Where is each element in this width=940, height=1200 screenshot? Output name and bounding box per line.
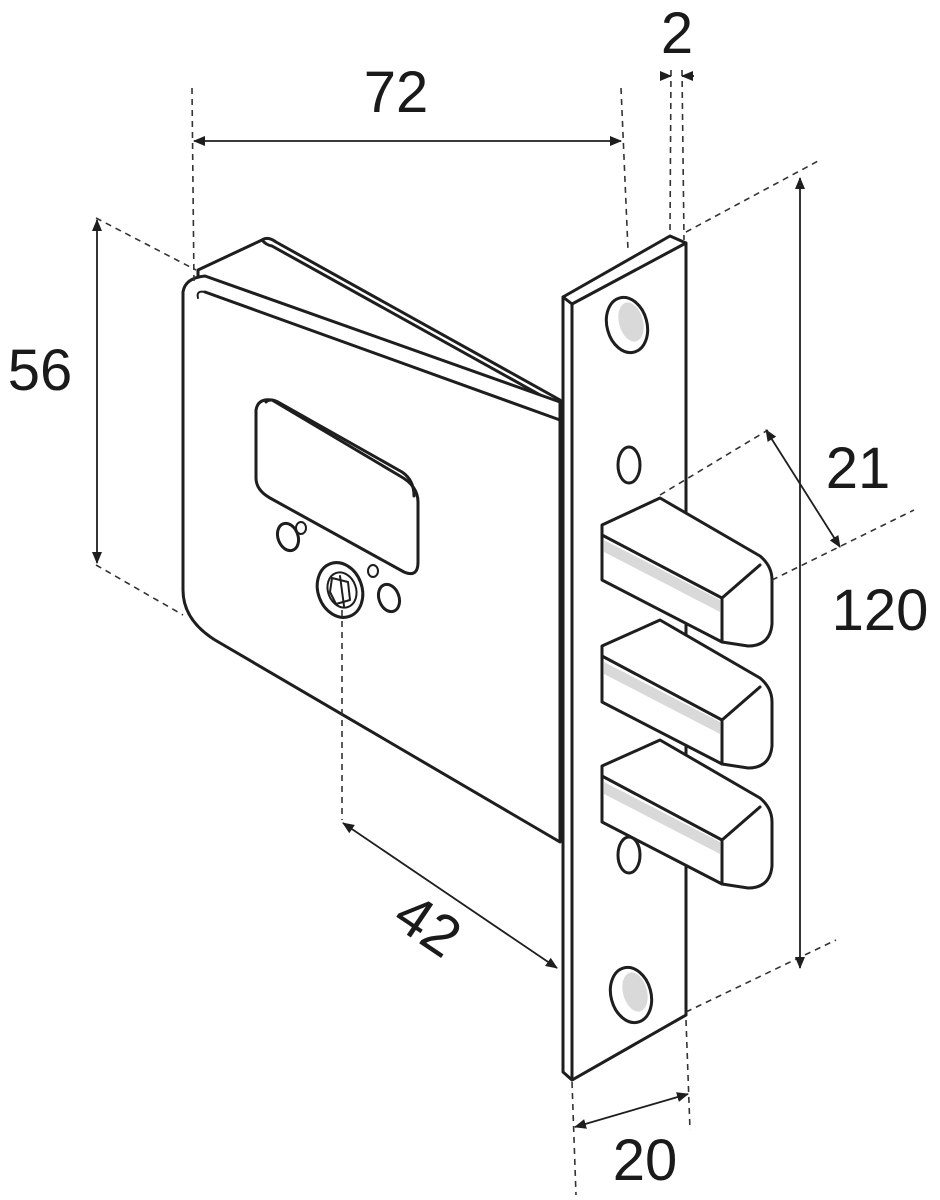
dim-label-height: 56 (8, 338, 73, 403)
dim-label-faceplate-width: 20 (613, 1128, 678, 1193)
dim-label-width: 72 (364, 60, 429, 125)
bolts (600, 496, 774, 890)
bolt-middle (600, 618, 774, 770)
dim-label-faceplate-length: 120 (832, 578, 929, 643)
bolt-bottom (600, 738, 774, 890)
dim-label-backset: 42 (383, 880, 473, 970)
cover-plate (254, 398, 420, 576)
dim-label-bolt-spacing: 21 (826, 436, 891, 501)
key-cylinder (315, 561, 365, 619)
dim-label-faceplate-thickness: 2 (661, 1, 693, 66)
case-holes (275, 521, 402, 619)
bolt-top (600, 496, 774, 648)
dimension-arrows (92, 71, 841, 1129)
